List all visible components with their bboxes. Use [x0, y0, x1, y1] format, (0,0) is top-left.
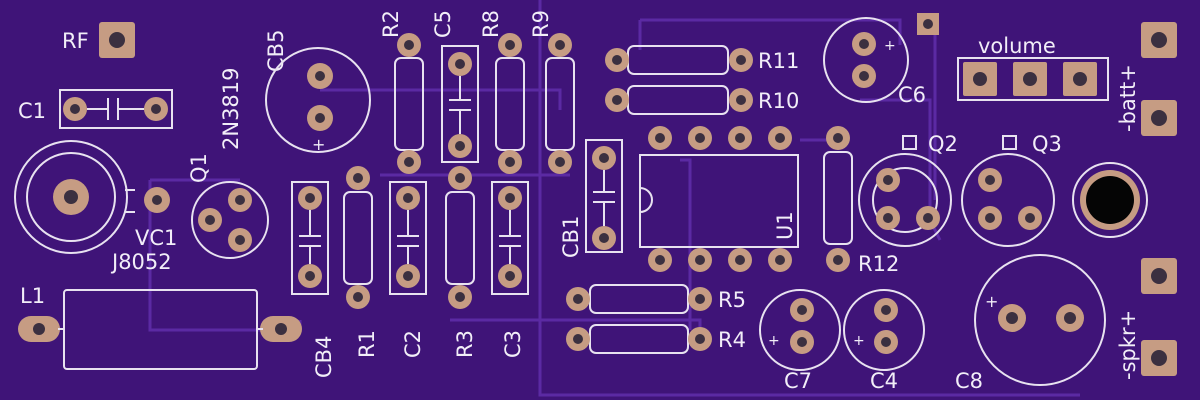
rf-connector: RF — [62, 22, 135, 58]
r5-label: R5 — [718, 288, 746, 312]
speaker-connector: -spkr+ — [1116, 258, 1177, 380]
volume-connector: volume — [957, 34, 1109, 101]
r4-label: R4 — [718, 328, 746, 352]
c1-label: C1 — [18, 99, 46, 123]
r8-label: R8 — [479, 10, 503, 38]
r5-resistor: R5 — [566, 284, 746, 314]
l1-label: L1 — [20, 284, 45, 308]
c8-label: C8 — [955, 369, 983, 393]
mounting-hole — [1072, 162, 1148, 238]
r12-label: R12 — [858, 252, 899, 276]
q2-label: Q2 — [928, 132, 958, 156]
c6-label: C6 — [898, 83, 926, 107]
r12-resistor: R12 — [823, 126, 899, 276]
l1-inductor: L1 — [18, 284, 302, 370]
cb5-plus: + — [312, 135, 325, 154]
batt-label: -batt+ — [1116, 64, 1140, 132]
r10-resistor: R10 — [605, 85, 799, 115]
r3-label: R3 — [453, 330, 477, 358]
c7-plus: + — [768, 333, 780, 349]
c4-capacitor: + C4 — [843, 289, 925, 393]
cb5-label: CB5 — [264, 30, 288, 72]
c3-capacitor: C3 — [491, 181, 529, 358]
r2-resistor: R2 — [379, 10, 424, 174]
c8-capacitor: + C8 — [955, 254, 1106, 393]
q1-transistor: Q1 2N3819 — [187, 67, 269, 259]
spkr-label: -spkr+ — [1116, 310, 1140, 380]
c4-label: C4 — [870, 369, 898, 393]
r9-resistor: R9 — [529, 10, 575, 174]
c3-label: C3 — [501, 330, 525, 358]
r9-label: R9 — [529, 10, 553, 38]
q2-transistor: Q2 — [858, 132, 958, 247]
cb5-capacitor: CB5 + — [264, 30, 371, 154]
c2-label: C2 — [401, 330, 425, 358]
r1-resistor: R1 — [343, 166, 379, 358]
vc1-label: VC1 — [135, 226, 177, 250]
volume-label: volume — [978, 34, 1056, 58]
c8-plus: + — [985, 292, 998, 311]
u1-label: U1 — [773, 211, 797, 240]
u1-ic: U1 — [639, 126, 799, 272]
c7-capacitor: + C7 — [759, 289, 841, 393]
test-pad — [917, 13, 939, 35]
r10-label: R10 — [758, 89, 799, 113]
c4-plus: + — [853, 333, 865, 349]
c6-capacitor: + C6 — [823, 17, 926, 107]
r1-label: R1 — [355, 330, 379, 358]
battery-connector: -batt+ — [1116, 22, 1177, 136]
q3-label: Q3 — [1032, 132, 1062, 156]
cb4-capacitor: CB4 — [291, 181, 336, 378]
c1-capacitor: C1 — [18, 89, 173, 129]
rf-label: RF — [62, 29, 89, 53]
cb4-label: CB4 — [312, 336, 336, 378]
vc1-part-label: J8052 — [110, 250, 172, 274]
q1-part-label: 2N3819 — [219, 67, 243, 150]
cb1-capacitor: CB1 — [559, 139, 623, 258]
r3-resistor: R3 — [445, 166, 477, 358]
cb1-label: CB1 — [559, 216, 583, 258]
c5-capacitor: C5 — [431, 10, 479, 163]
r11-resistor: R11 — [605, 45, 799, 75]
c5-label: C5 — [431, 10, 455, 38]
c6-plus: + — [884, 38, 896, 54]
traces — [148, 0, 1080, 397]
q3-transistor: Q3 — [961, 132, 1062, 247]
vc1-variable-capacitor: VC1 J8052 — [14, 140, 177, 274]
q1-label: Q1 — [187, 153, 211, 183]
r8-resistor: R8 — [479, 10, 525, 174]
c7-label: C7 — [784, 369, 812, 393]
r11-label: R11 — [758, 49, 799, 73]
r4-resistor: R4 — [566, 324, 746, 354]
c2-capacitor: C2 — [389, 181, 427, 358]
r2-label: R2 — [379, 10, 403, 38]
